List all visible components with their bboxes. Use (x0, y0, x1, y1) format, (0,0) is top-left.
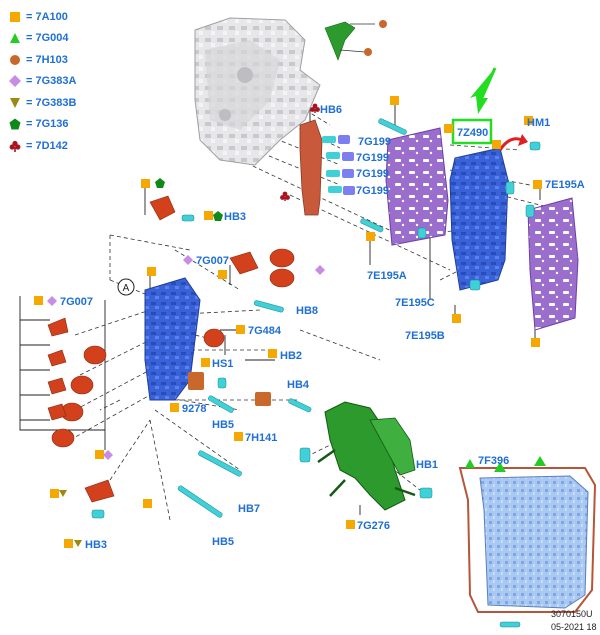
legend-row: = 7G383B (8, 92, 76, 114)
label-7e195a: 7E195A (367, 270, 407, 282)
label-7g007: 7G007 (196, 255, 229, 267)
red-club-icon (9, 140, 21, 152)
purple-diamond-icons (47, 255, 325, 460)
legend-row: = 7G004 (8, 28, 76, 50)
legend-text: = 7D142 (26, 139, 68, 152)
callout-circle (117, 278, 135, 296)
oil-pan (458, 467, 597, 613)
label-7g484: 7G484 (248, 325, 282, 337)
wiring-harness (317, 401, 416, 511)
brown-circle-icon (364, 48, 372, 56)
legend-text: = 7G004 (26, 32, 69, 45)
label-hb6: HB6 (320, 104, 342, 116)
olive-triangle-down-icon (10, 97, 20, 108)
green-triangle-icon (10, 33, 20, 44)
brown-circle-icon (379, 20, 387, 28)
callout-letter: A (123, 283, 130, 294)
label-7e195c: 7E195C (395, 297, 435, 309)
legend-text: = 7G136 (26, 118, 69, 131)
transmission-case (194, 17, 321, 166)
red-club-icon (310, 103, 320, 113)
legend-row: = 7G383A (8, 71, 76, 93)
gasket (299, 119, 323, 216)
brown-circle-icon (10, 54, 20, 65)
figure-code: 3070150U (551, 609, 593, 619)
label-7e195a: 7E195A (545, 179, 585, 191)
legend-row: = 7D142 (8, 135, 76, 157)
legend-text: = 7H103 (26, 53, 68, 66)
red-arrow-icon (498, 137, 523, 151)
label-hb3: HB3 (85, 539, 107, 551)
legend: = 7A100 = 7G004 = 7H103 = 7G383A = 7G383… (8, 6, 76, 157)
legend-row: = 7G136 (8, 114, 76, 136)
label-hb2: HB2 (280, 350, 302, 362)
label-hb5: HB5 (212, 536, 234, 548)
separator-plate-right (527, 197, 579, 331)
upper-valve-body (449, 147, 509, 291)
solenoids (47, 195, 295, 503)
label-7g276: 7G276 (357, 520, 390, 532)
label-hb4: HB4 (287, 379, 310, 391)
green-triangle-icon (534, 456, 546, 466)
label-7e195b: 7E195B (405, 330, 445, 342)
label-9278: 9278 (182, 403, 206, 415)
label-hs1: HS1 (212, 358, 233, 370)
green-triangle-icon (465, 459, 475, 468)
green-pentagon-icons (155, 178, 223, 221)
orange-square-icon (10, 11, 20, 22)
legend-row: = 7A100 (8, 6, 76, 28)
olive-triangle-down-icons (59, 490, 82, 547)
label-7g199: 7G199 (356, 168, 389, 180)
bracket-parts (188, 372, 271, 406)
legend-text: = 7A100 (26, 10, 68, 23)
label-hb7: HB7 (238, 503, 260, 515)
label-7g007: 7G007 (60, 296, 93, 308)
green-triangle-icon (494, 462, 506, 472)
label-hb8: HB8 (296, 305, 318, 317)
label-7g199: 7G199 (358, 136, 391, 148)
label-7f396: 7F396 (478, 455, 509, 467)
label-7g199: 7G199 (356, 185, 389, 197)
label-hb3: HB3 (224, 211, 246, 223)
connector-group (322, 135, 355, 195)
label-hm1: HM1 (527, 117, 550, 129)
legend-text: = 7G383A (26, 75, 77, 88)
label-hb5: HB5 (212, 419, 234, 431)
bolts (91, 118, 541, 628)
figure-date: 05-2021 18 (551, 622, 597, 632)
green-pentagon-icon (9, 118, 21, 130)
legend-text: = 7G383B (26, 96, 77, 109)
legend-row: = 7H103 (8, 49, 76, 71)
label-hb1: HB1 (416, 459, 438, 471)
leader-lines (19, 100, 541, 515)
label-7z490: 7Z490 (457, 127, 488, 139)
case-sensor (324, 20, 387, 61)
separator-plate (385, 127, 449, 246)
label-7g199: 7G199 (356, 152, 389, 164)
red-club-icon (280, 191, 290, 201)
purple-diamond-icon (9, 75, 21, 88)
label-7h141: 7H141 (245, 432, 277, 444)
orange-square-icons (34, 96, 542, 548)
